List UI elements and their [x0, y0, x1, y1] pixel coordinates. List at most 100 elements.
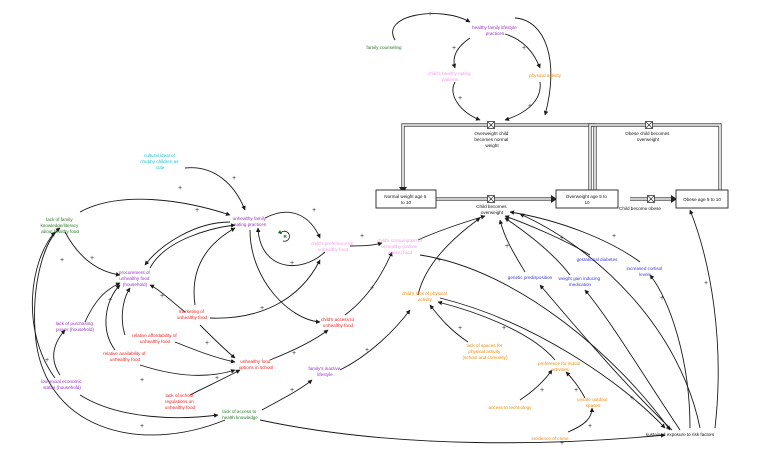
link-medication-to-overweight	[504, 217, 571, 276]
link-sustained-to-medication	[584, 289, 681, 431]
link-affordability-to-school-options	[174, 341, 236, 364]
pipe-arrowhead	[671, 195, 677, 203]
var-lack-purchasing-power[interactable]: lack of purchasing power (household)	[56, 321, 95, 332]
variable-labels: family counseling healthy family lifesty…	[40, 25, 714, 441]
polarity-sign: +	[160, 293, 164, 300]
link-eating-to-preference	[264, 211, 321, 239]
var-lack-spaces[interactable]: lack of spaces for physical activity (sc…	[463, 343, 508, 360]
stock-normal-weight-box[interactable]	[375, 189, 437, 209]
stock-overweight-box[interactable]	[555, 189, 619, 209]
link-preference-to-consumption	[349, 241, 383, 247]
polarity-sign: +	[312, 207, 316, 214]
link-consumption-to-becomes-overweight	[417, 215, 486, 241]
causal-links	[31, 13, 719, 444]
link-availability-to-school-options	[139, 364, 236, 376]
var-relative-affordability[interactable]: relative affordability of unhealthy food	[132, 333, 178, 344]
var-food-options-school[interactable]: unhealthy food options in school	[239, 359, 273, 370]
var-child-preference[interactable]: child's preference for unhealthy food	[311, 241, 355, 252]
link-sustained-to-cortisol	[649, 274, 691, 429]
polarity-sign: +	[290, 260, 294, 267]
var-child-access[interactable]: child's access to unhealthy food	[321, 317, 356, 328]
var-incidence-crime[interactable]: incidence of crime	[531, 436, 568, 441]
var-lack-family-knowledge[interactable]: lack of family knowledge/literacy about …	[40, 217, 79, 234]
polarity-sign: +	[370, 285, 374, 292]
link-affordability-to-procurement	[121, 287, 131, 336]
polarity-sign: +	[195, 207, 199, 214]
link-knowledge-to-procurement	[64, 231, 121, 277]
stock-obese-box[interactable]	[675, 189, 729, 209]
polarity-sign: +	[437, 257, 441, 264]
var-procurement[interactable]: procurement of unhealthy food (household…	[119, 270, 151, 287]
link-health-access-to-sustained	[259, 419, 666, 444]
link-gestational-to-overweight	[504, 215, 591, 256]
var-lack-school-regulations[interactable]: lack of school regulations on unhealthy …	[165, 393, 196, 410]
var-cultural-ideal[interactable]: cultural ideal of chubby children as cut…	[140, 153, 180, 170]
polarity-sign: +	[205, 340, 209, 347]
link-inactive-to-child-activity	[339, 309, 411, 371]
polarity-sign: +	[140, 377, 144, 384]
link-technology-to-indoor	[519, 369, 553, 401]
var-family-inactive-lifestyle[interactable]: family's inactive lifestyle	[308, 366, 341, 377]
polarity-sign: +	[704, 280, 708, 287]
var-family-counseling[interactable]: family counseling	[366, 45, 402, 50]
var-increased-cortisol[interactable]: increased cortisol levels	[626, 266, 663, 277]
var-unsafe-outdoor[interactable]: unsafe outdoor spaces	[577, 397, 609, 408]
polarity-sign: +	[360, 233, 364, 240]
loop-label: R	[284, 234, 288, 239]
link-access-to-consumption	[344, 251, 393, 316]
link-indoor-to-child-activity	[437, 300, 556, 361]
var-physical-activity[interactable]: physical activity	[529, 73, 562, 78]
link-cortisol-to-overweight	[509, 210, 641, 263]
var-child-consumption[interactable]: child's consumption of unhealthy (calori…	[377, 238, 423, 255]
link-spaces-to-child-activity	[429, 304, 469, 343]
var-preference-indoor[interactable]: preference for indoor activities	[538, 361, 582, 372]
reinforcing-loop-icon: R	[278, 230, 290, 242]
polarity-sign: +	[108, 297, 112, 304]
var-genetic-predisposition[interactable]: genetic predisposition	[508, 275, 553, 280]
polarity-sign: +	[45, 357, 49, 364]
polarity-sign: +	[502, 325, 506, 332]
polarity-sign: +	[140, 423, 144, 430]
stock-obese-label: Obese age 5 to 10	[683, 197, 721, 202]
polarity-sign: +	[90, 255, 94, 262]
polarity-sign: +	[560, 235, 564, 242]
polarity-sign: +	[428, 11, 432, 18]
var-access-technology[interactable]: access to technology	[489, 405, 533, 410]
link-healthy-to-eating	[451, 37, 471, 69]
var-child-lack-activity[interactable]: child's lack of physical activity	[402, 291, 448, 302]
flow-obese-to-overweight-label: Obese child becomes overweight	[625, 131, 670, 142]
var-relative-availability[interactable]: relative availability of unhealthy food	[103, 351, 147, 362]
link-marketing-to-procurement	[149, 284, 186, 313]
valve-icon	[487, 121, 495, 129]
valve-icon	[647, 195, 655, 203]
polarity-sign: +	[505, 243, 509, 250]
var-gestational-diabetes[interactable]: gestational diabetes	[577, 257, 619, 262]
link-marketing-to-school-options	[199, 324, 236, 359]
polarity-sign: +	[365, 347, 369, 354]
var-child-healthy-eating[interactable]: child's healthy eating patterns	[428, 71, 472, 82]
flow-becomes-normal-label: Overweight child becomes normal weight	[474, 131, 509, 148]
polarity-sign: +	[178, 185, 182, 192]
link-sustained-to-genetic	[539, 284, 673, 431]
var-lack-health-access[interactable]: lack of access to health knowledge	[222, 409, 258, 420]
polarity-sign: +	[630, 395, 634, 402]
link-activity-to-becomes-normal	[504, 81, 541, 121]
var-low-ses[interactable]: low social economic status (household)	[41, 379, 83, 390]
link-crime-to-unsafe	[567, 407, 595, 433]
var-weight-gain-medication[interactable]: weight gain inducing medication	[559, 276, 602, 287]
var-unhealthy-family-eating[interactable]: unhealthy family eating practices	[233, 216, 267, 227]
polarity-sign: +	[232, 175, 236, 182]
link-health-access-to-inactive	[261, 379, 313, 411]
link-preference-to-eating	[255, 227, 326, 267]
polarity-sign: +	[574, 387, 578, 394]
link-school-options-to-access	[269, 329, 329, 361]
var-marketing[interactable]: marketing of unhealthy food	[177, 309, 208, 320]
link-marketing-to-preference	[209, 259, 321, 319]
var-healthy-family-lifestyle[interactable]: healthy family lifestyle practices	[472, 25, 518, 36]
link-ses-to-purchasing	[53, 329, 66, 376]
polarity-sign: +	[528, 103, 532, 110]
var-sustained-exposure[interactable]: sustained exposure to risk factors	[646, 432, 715, 437]
link-availability-to-procurement	[105, 284, 121, 351]
stock-normal-weight-label: Normal weight age 5 to 10	[384, 194, 427, 205]
polarity-sign: +	[522, 45, 526, 52]
